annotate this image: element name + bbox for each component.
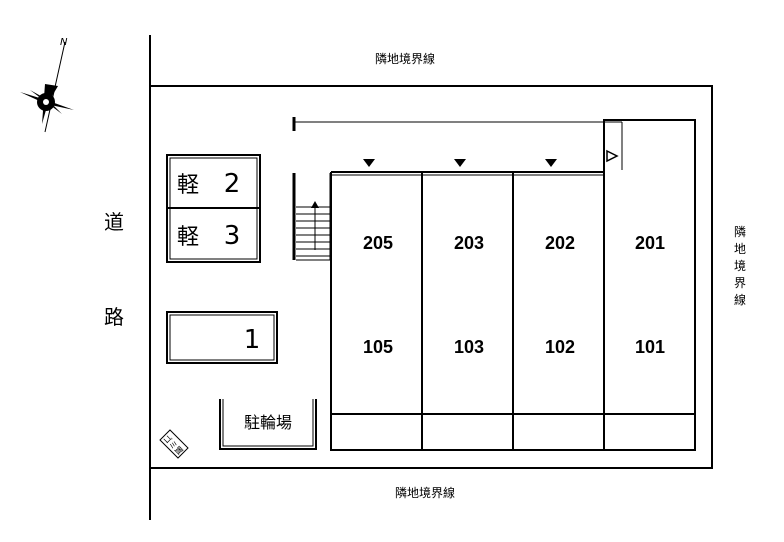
kei-space-3-kind: 軽 (177, 225, 199, 250)
boundary-label-bottom: 隣地境界線 (395, 485, 455, 500)
staircase (292, 173, 331, 261)
svg-text:1: 1 (244, 325, 261, 355)
svg-text:地: 地 (734, 242, 746, 256)
unit-103: 103 (454, 337, 484, 357)
entrance-arrows (363, 159, 557, 167)
kei-space-2-kind: 軽 (177, 173, 199, 198)
unit-102: 102 (545, 337, 575, 357)
kei-space-3-number: 3 (224, 221, 241, 251)
svg-text:界: 界 (734, 276, 746, 290)
svg-text:駐輪場: 駐輪場 (244, 413, 292, 432)
unit-201: 201 (635, 233, 665, 253)
building (330, 119, 696, 451)
parking-space-1: 1 (166, 311, 278, 364)
garbage-station: ゴミ置 (159, 429, 189, 459)
unit-202: 202 (545, 233, 575, 253)
unit-labels-lower: 105 103 102 101 (363, 337, 665, 357)
kei-parking: 軽 2 軽 3 (166, 154, 261, 263)
svg-text:境: 境 (734, 258, 746, 273)
north-label: N (60, 37, 68, 48)
property-boundary (151, 85, 713, 469)
kei-space-2-number: 2 (224, 169, 241, 199)
svg-text:線: 線 (734, 292, 746, 307)
boundary-label-top: 隣地境界線 (375, 51, 435, 66)
unit-203: 203 (454, 233, 484, 253)
compass-rose-icon: N (20, 37, 74, 133)
svg-text:隣: 隣 (734, 224, 746, 239)
road-label-1: 道 (104, 210, 124, 234)
corridor (292, 117, 623, 170)
unit-101: 101 (635, 337, 665, 357)
unit-labels-upper: 205 203 202 201 (363, 233, 665, 253)
road-label-2: 路 (104, 305, 124, 329)
unit-105: 105 (363, 337, 393, 357)
bike-parking: 駐輪場 (219, 399, 317, 450)
unit-205: 205 (363, 233, 393, 253)
boundary-label-right: 隣 地 境 界 線 (734, 224, 746, 307)
